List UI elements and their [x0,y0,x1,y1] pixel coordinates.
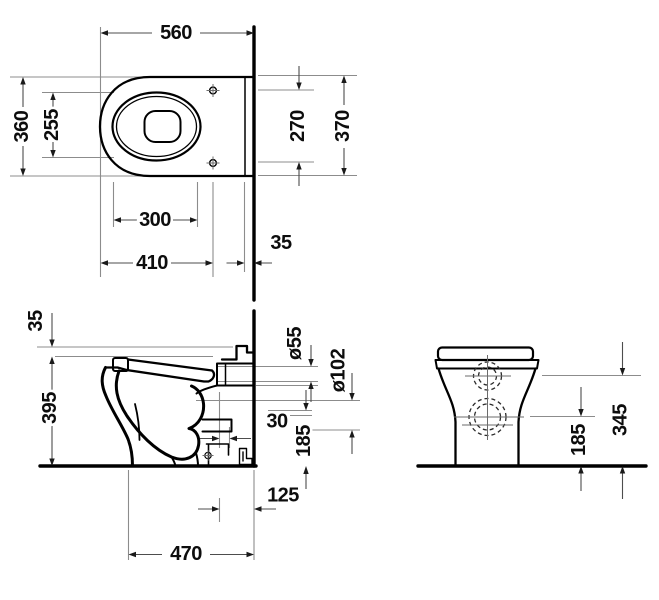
dim-side-outlet-offset-label: 30 [266,411,288,433]
dim-side-seat-thickness-label: 35 [25,310,47,332]
plan-rim-inner [115,95,198,158]
dim-plan-rear-width-label: 270 [287,110,309,142]
plan-fixing-hole-top-crosshair [206,84,220,97]
rear-seat-band [434,359,540,370]
side-cistern-step-profile [220,344,256,361]
rear-body-outline [437,367,537,468]
plan-water-spot [143,110,182,143]
side-outlet-center-extension-lines [268,409,312,417]
side-seat-profile [125,358,216,383]
dim-side-outlet-diameter-label: ø102 [328,348,350,392]
dim-side-rear-clearance-label: 125 [267,485,299,507]
dim-side-overall-depth-label: 470 [170,543,202,565]
rear-view: 185 345 [416,342,648,499]
side-pedestal-back-lines [170,452,199,467]
side-rim-front [104,366,128,372]
plan-fixing-hole-bottom-crosshair [206,156,220,170]
plan-rear-width-extension-lines [258,89,314,163]
plan-bowl-outline [98,75,256,178]
side-offset-arrowheads [212,435,237,442]
rear-seat-lid [436,346,535,362]
dim-plan-wall-flange-label: 35 [270,232,292,254]
side-outlet-extension-lines [196,399,360,431]
side-view: 35 395 ø55 ø102 30 185 125 470 [23,308,360,568]
plan-view: 560 360 255 270 370 300 410 35 [9,20,357,302]
dim-plan-overall-width-label: 370 [332,110,354,142]
dim-plan-overall-depth-label: 560 [160,22,192,44]
side-inlet-spigot [216,362,255,387]
dim-side-outlet-height-label: 185 [293,425,315,457]
side-screw-crosshair [202,450,214,461]
dim-rear-inlet-height-label: 345 [610,404,632,436]
dim-plan-inner-width-label: 255 [41,109,63,141]
plan-rim-outer [111,91,202,162]
side-outlet-stub [201,418,233,433]
side-outlet-dia-arrowheads [349,393,355,438]
side-pedestal-front-line [134,403,141,441]
rear-outlet-crosshair [454,396,524,440]
side-below-floor-extension-lines [127,470,255,560]
dim-plan-bowl-width-label: 360 [11,110,33,142]
dim-side-rim-height-label: 395 [39,392,61,424]
side-rear-shell [195,384,218,395]
plan-width-extension-lines [10,76,148,177]
dim-rear-outlet-height-label: 185 [568,424,590,456]
plan-flange-arrowheads [237,260,262,266]
plan-inner-width-extension-lines [42,91,114,159]
plan-inner-length-extension-lines [112,182,199,227]
rear-inlet-crosshair [465,355,511,399]
side-wall-bracket-icon [238,447,253,466]
plan-inner-width-arrowheads [50,92,56,158]
side-inlet-extension-lines [217,365,318,387]
dim-plan-front-to-fixing-label: 410 [136,252,168,274]
side-outer-shell [100,366,134,468]
plan-overall-width-extension-lines [258,74,357,177]
dim-side-inlet-diameter-label: ø55 [284,327,306,360]
dim-plan-inner-length-label: 300 [139,209,171,231]
side-inlet-dia-arrowheads [308,359,314,389]
